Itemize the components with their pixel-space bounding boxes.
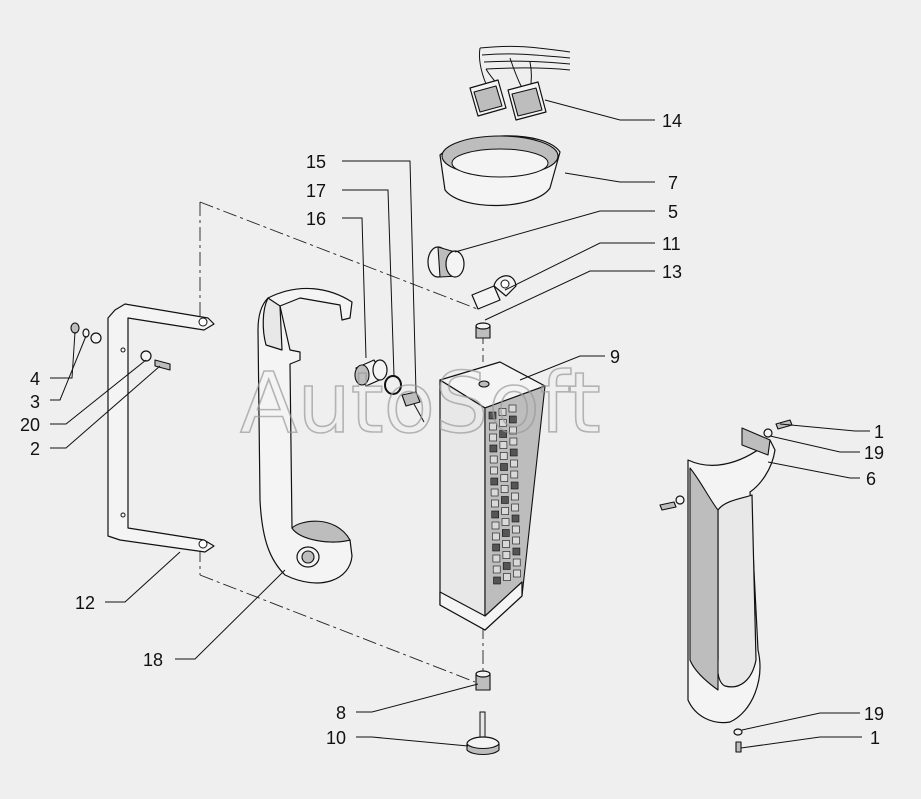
collar-bowl (439, 135, 561, 207)
panel-button (502, 540, 510, 548)
angle-bracket (471, 275, 517, 310)
panel-button (490, 488, 499, 497)
panel-button (489, 455, 498, 464)
panel-button (492, 554, 501, 563)
panel-button (501, 518, 510, 526)
panel-button (511, 503, 520, 512)
watermark: AutoSoft (240, 354, 601, 452)
panel-button (491, 510, 500, 519)
leveling-foot (466, 711, 500, 756)
sleeve-16 (354, 359, 388, 387)
panel-button (499, 430, 507, 438)
panel-button (500, 463, 508, 471)
panel-button (489, 433, 497, 442)
panel-button (500, 474, 509, 482)
panel-button (499, 441, 508, 449)
panel-button (488, 411, 497, 420)
assembly-axis-top (199, 201, 481, 311)
panel-button (499, 452, 508, 460)
callout-labels: 14 7 5 11 13 15 17 16 9 4 3 20 2 1 19 6 … (20, 111, 884, 748)
panel-button (512, 547, 521, 556)
callout-11: 11 (662, 234, 681, 254)
callout-17: 17 (306, 181, 326, 201)
panel-button (512, 558, 521, 567)
callout-2: 2 (30, 439, 40, 459)
panel-button (489, 444, 498, 453)
panel-button (500, 485, 509, 493)
panel-button (511, 514, 520, 523)
callout-19-top: 19 (864, 443, 884, 463)
callout-9: 9 (610, 347, 620, 367)
panel-button (509, 426, 517, 435)
callout-4: 4 (30, 369, 40, 389)
o-ring-17 (384, 375, 402, 395)
panel-button (510, 481, 519, 490)
panel-button (491, 532, 500, 541)
panel-button (510, 459, 518, 468)
panel-button (512, 536, 520, 545)
panel-button (491, 521, 500, 530)
bushing (427, 246, 465, 278)
callout-6: 6 (866, 469, 876, 489)
panel-button (488, 422, 497, 431)
control-panel-buttons (488, 404, 521, 585)
panel-button (501, 529, 510, 537)
callout-3: 3 (30, 392, 40, 412)
panel-button (508, 404, 517, 413)
callout-5: 5 (668, 202, 678, 222)
panel-button (502, 551, 511, 559)
assembly-axis-bottom (199, 574, 476, 683)
nut-13 (475, 322, 491, 339)
panel-button (492, 565, 501, 574)
panel-button (509, 448, 518, 457)
callout-1-top: 1 (874, 422, 884, 442)
panel-button (503, 573, 511, 581)
panel-button (490, 477, 499, 486)
panel-button (490, 466, 498, 475)
callout-1-bottom: 1 (870, 728, 880, 748)
panel-button (491, 499, 499, 508)
panel-button (502, 562, 511, 570)
callout-15: 15 (306, 152, 326, 172)
wiring-harness (469, 45, 571, 121)
callout-16: 16 (306, 209, 326, 229)
plug-15 (401, 391, 425, 423)
panel-button (509, 437, 518, 446)
callout-18: 18 (143, 650, 163, 670)
panel-button (508, 415, 517, 424)
panel-button (498, 408, 507, 416)
panel-button (513, 569, 521, 578)
callout-19-bottom: 19 (864, 704, 884, 724)
panel-button (501, 496, 509, 504)
u-bracket (107, 303, 215, 553)
callout-20: 20 (20, 415, 40, 435)
panel-button (492, 543, 500, 552)
spacer-8 (475, 670, 491, 691)
cover-right-half (687, 427, 776, 724)
callout-7: 7 (668, 173, 678, 193)
panel-button (511, 525, 520, 534)
panel-button (493, 576, 501, 585)
housing-left-half (257, 287, 353, 584)
panel-button (510, 470, 519, 479)
callout-12: 12 (75, 593, 95, 613)
callout-13: 13 (662, 262, 682, 282)
panel-button (501, 507, 510, 515)
panel-button (511, 492, 519, 501)
callout-10: 10 (326, 728, 346, 748)
panel-button (498, 419, 507, 427)
callout-14: 14 (662, 111, 682, 131)
callout-8: 8 (336, 703, 346, 723)
fastener-set-left (70, 322, 171, 371)
leader-lines (50, 99, 870, 749)
